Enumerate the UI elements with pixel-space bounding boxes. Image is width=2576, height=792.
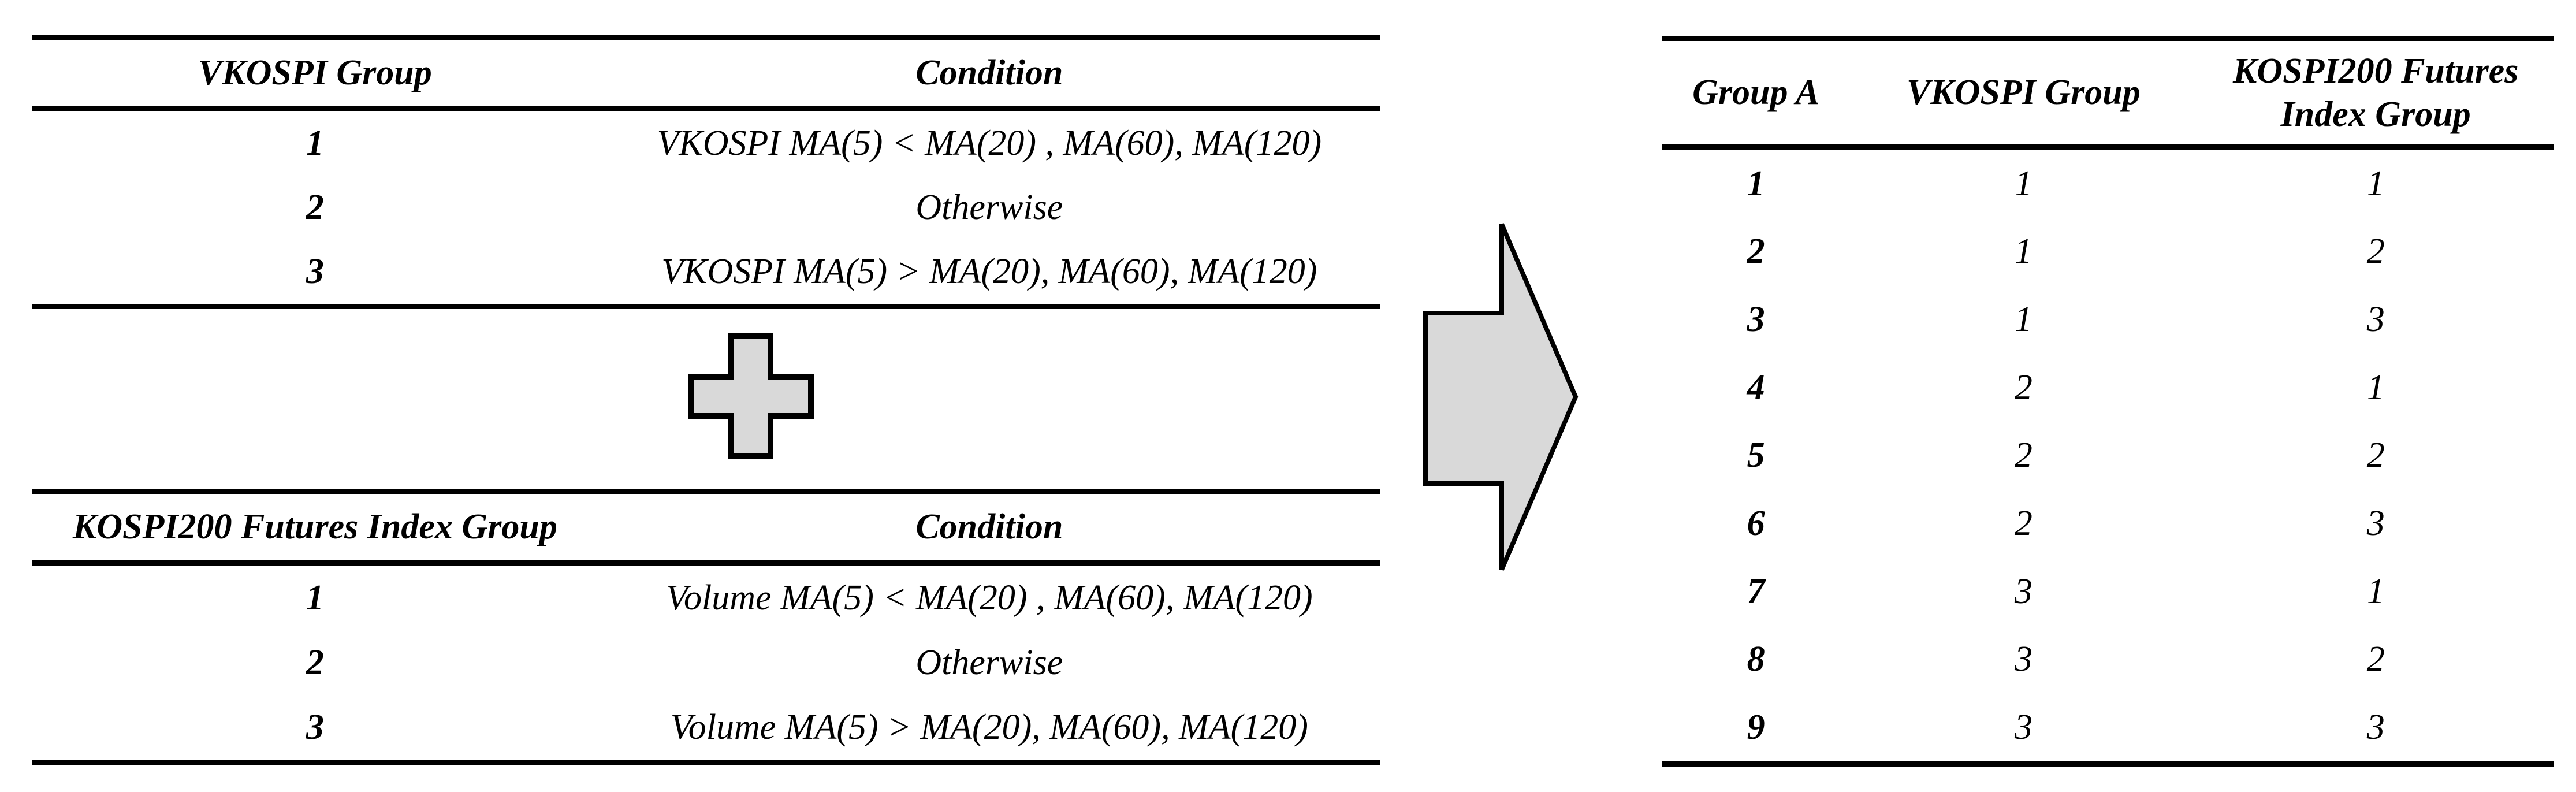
table-row: 1 Volume MA(5) < MA(20) , MA(60), MA(120… — [32, 566, 1380, 630]
futures-group-number: 3 — [306, 707, 324, 747]
futures-group-condition: Volume MA(5) < MA(20) , MA(60), MA(120) — [666, 578, 1313, 618]
table-row: 4 2 1 — [1662, 354, 2554, 422]
futures-table-header-group: KOSPI200 Futures Index Group — [72, 507, 557, 547]
group-a-value: 1 — [1747, 163, 1765, 203]
table-row: 2 Otherwise — [32, 176, 1380, 240]
table-row: 6 2 3 — [1662, 489, 2554, 557]
table-row: 3 Volume MA(5) > MA(20), MA(60), MA(120) — [32, 695, 1380, 760]
combined-table-header-row: Group A VKOSPI Group KOSPI200 Futures In… — [1662, 41, 2554, 150]
futures-group-number: 1 — [306, 578, 324, 618]
futures-group-condition: Otherwise — [915, 642, 1063, 682]
futures-value: 3 — [2366, 708, 2385, 748]
table-row: 1 1 1 — [1662, 150, 2554, 218]
futures-value: 2 — [2366, 232, 2385, 272]
futures-value: 3 — [2366, 504, 2385, 544]
vkospi-value: 3 — [2014, 708, 2032, 748]
table-row: 2 1 2 — [1662, 218, 2554, 286]
futures-value: 1 — [2366, 367, 2385, 407]
vkospi-table-header-row: VKOSPI Group Condition — [32, 40, 1380, 111]
table-row: 7 3 1 — [1662, 557, 2554, 626]
vkospi-value: 3 — [2014, 639, 2032, 679]
futures-group-number: 2 — [306, 642, 324, 682]
futures-table-header-condition: Condition — [915, 507, 1063, 547]
vkospi-value: 1 — [2014, 300, 2032, 340]
table-row: 3 VKOSPI MA(5) > MA(20), MA(60), MA(120) — [32, 240, 1380, 304]
vkospi-value: 1 — [2014, 232, 2032, 272]
group-a-value: 8 — [1747, 639, 1765, 679]
futures-value: 1 — [2366, 163, 2385, 203]
combined-table-header-vkospi: VKOSPI Group — [1906, 73, 2141, 113]
vkospi-table-header-condition: Condition — [915, 53, 1063, 93]
vkospi-table-header-group: VKOSPI Group — [198, 53, 432, 93]
combined-group-table: Group A VKOSPI Group KOSPI200 Futures In… — [1662, 36, 2554, 767]
table-row: 9 3 3 — [1662, 694, 2554, 762]
combined-table-header-futures: KOSPI200 Futures Index Group — [2232, 51, 2519, 134]
group-a-value: 2 — [1747, 232, 1765, 272]
group-a-value: 5 — [1747, 436, 1765, 475]
group-a-value: 4 — [1747, 367, 1765, 407]
group-a-value: 7 — [1747, 571, 1765, 611]
vkospi-group-table: VKOSPI Group Condition 1 VKOSPI MA(5) < … — [32, 35, 1380, 309]
vkospi-value: 3 — [2014, 571, 2032, 611]
vkospi-group-condition: VKOSPI MA(5) < MA(20) , MA(60), MA(120) — [657, 124, 1322, 163]
vkospi-value: 2 — [2014, 504, 2032, 544]
table-row: 2 Otherwise — [32, 630, 1380, 695]
vkospi-value: 1 — [2014, 163, 2032, 203]
vkospi-group-condition: Otherwise — [915, 188, 1063, 228]
table-row: 5 2 2 — [1662, 422, 2554, 490]
table-row: 8 3 2 — [1662, 626, 2554, 694]
futures-value: 3 — [2366, 300, 2385, 340]
combined-table-header-group-a: Group A — [1692, 73, 1820, 113]
plus-icon — [688, 333, 814, 459]
vkospi-group-number: 3 — [306, 252, 324, 292]
futures-table-header-row: KOSPI200 Futures Index Group Condition — [32, 494, 1380, 566]
table-row: 1 VKOSPI MA(5) < MA(20) , MA(60), MA(120… — [32, 111, 1380, 176]
futures-value: 2 — [2366, 436, 2385, 475]
group-a-value: 6 — [1747, 504, 1765, 544]
futures-value: 2 — [2366, 639, 2385, 679]
futures-group-table: KOSPI200 Futures Index Group Condition 1… — [32, 489, 1380, 765]
vkospi-value: 2 — [2014, 367, 2032, 407]
vkospi-group-number: 1 — [306, 124, 324, 163]
futures-value: 1 — [2366, 571, 2385, 611]
vkospi-group-number: 2 — [306, 188, 324, 228]
futures-group-condition: Volume MA(5) > MA(20), MA(60), MA(120) — [670, 707, 1308, 747]
table-row: 3 1 3 — [1662, 285, 2554, 354]
group-a-value: 9 — [1747, 708, 1765, 748]
group-a-value: 3 — [1747, 300, 1765, 340]
vkospi-group-condition: VKOSPI MA(5) > MA(20), MA(60), MA(120) — [661, 252, 1317, 292]
vkospi-value: 2 — [2014, 436, 2032, 475]
right-arrow-icon — [1423, 223, 1579, 571]
